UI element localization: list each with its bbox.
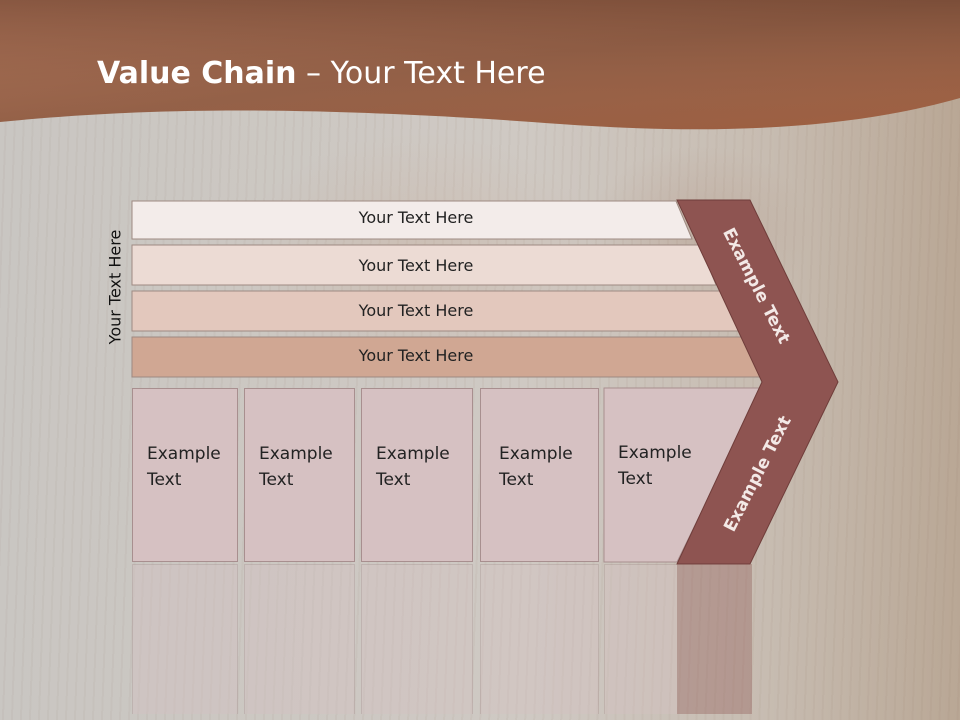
row-label-4: Your Text Here bbox=[358, 346, 474, 365]
reflection bbox=[0, 564, 960, 714]
row-bar-2 bbox=[131, 244, 717, 286]
row-label-2: Your Text Here bbox=[358, 256, 474, 275]
slide-title: Value Chain – Your Text Here bbox=[97, 56, 546, 91]
cell-shape-5 bbox=[603, 387, 763, 563]
row-label-1: Your Text Here bbox=[358, 208, 474, 227]
title-bold: Value Chain bbox=[97, 56, 297, 91]
row-bar-1 bbox=[131, 200, 693, 240]
header-banner bbox=[0, 0, 960, 130]
chevron-arrow bbox=[676, 199, 839, 565]
title-rest: – Your Text Here bbox=[296, 56, 546, 91]
row-label-3: Your Text Here bbox=[358, 301, 474, 320]
